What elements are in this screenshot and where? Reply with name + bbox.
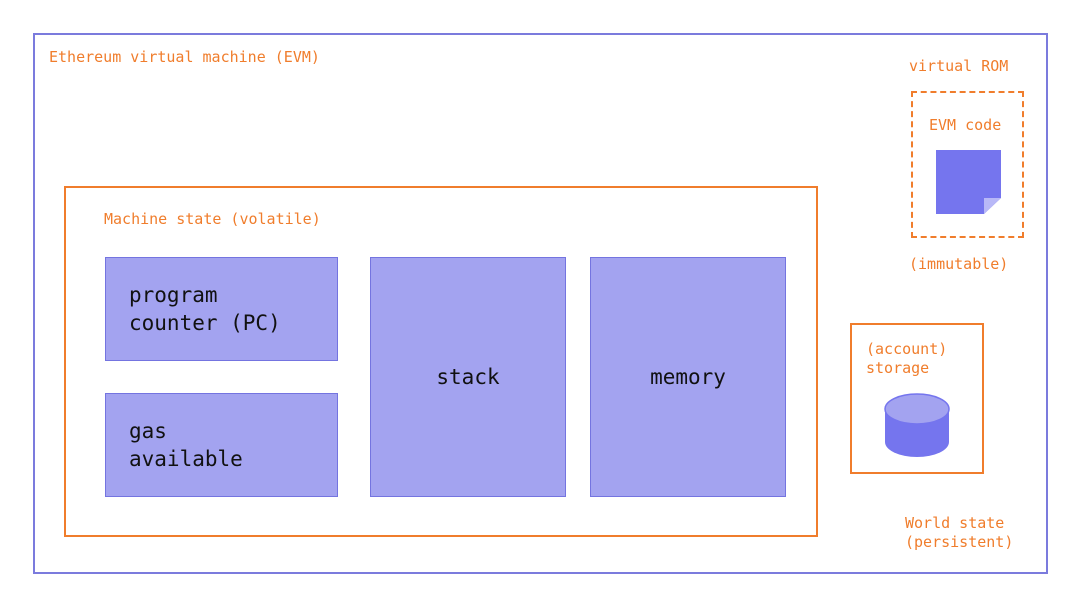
memory-box: memory: [590, 257, 786, 497]
document-icon: [936, 150, 1001, 214]
storage-frame: [850, 323, 984, 474]
database-icon: [884, 393, 950, 457]
evm-frame: [33, 33, 1048, 574]
program-counter-box: program counter (PC): [105, 257, 338, 361]
storage-label: (account) storage: [866, 340, 948, 377]
machine-state-frame: [64, 186, 818, 537]
virtual-rom-title: virtual ROM: [909, 57, 1009, 75]
evm-code-label: EVM code: [929, 116, 1002, 134]
immutable-note: (immutable): [909, 255, 1009, 273]
stack-box: stack: [370, 257, 566, 497]
gas-available-box: gas available: [105, 393, 338, 497]
machine-state-title: Machine state (volatile): [104, 210, 321, 228]
evm-title: Ethereum virtual machine (EVM): [49, 48, 320, 66]
virtual-rom-frame: [911, 91, 1024, 238]
world-state-label: World state (persistent): [905, 514, 1014, 551]
